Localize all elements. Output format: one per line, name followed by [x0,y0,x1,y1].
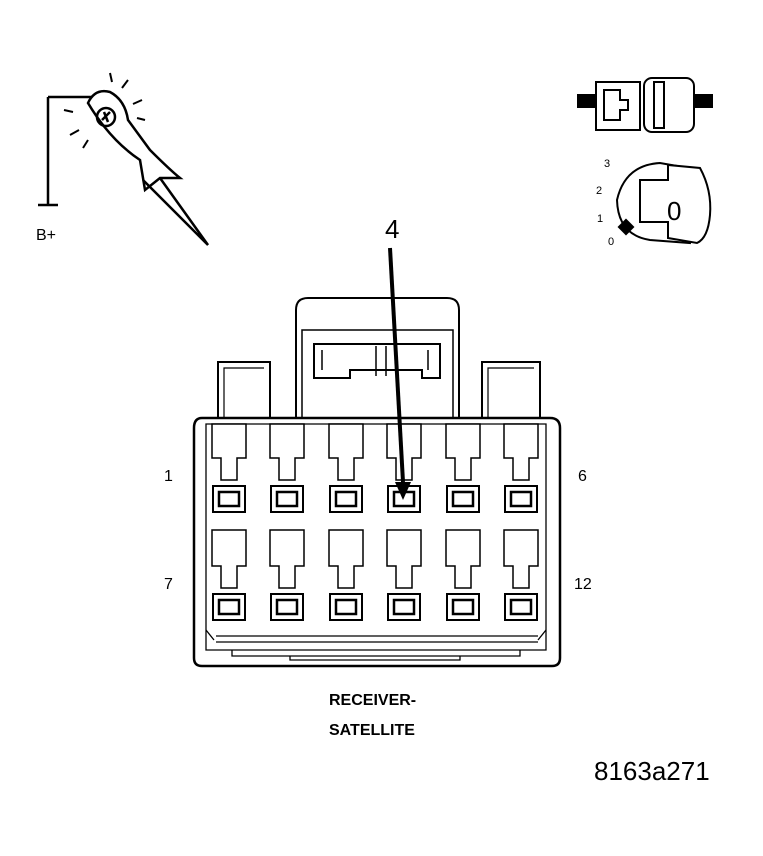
terminal-cavity-11 [445,529,481,621]
callout-arrow [388,247,411,500]
terminal-cavity-6 [503,423,539,513]
terminal-cavities [211,423,539,621]
connector-caption-line2: SATELLITE [329,722,415,739]
connector-body [192,297,562,668]
connector-plug-icon [577,77,713,133]
terminal-cavity-10 [386,529,422,621]
terminal-cavity-3 [328,423,364,513]
terminal-cavity-8 [269,529,305,621]
pin-label-7: 7 [164,576,173,593]
pin-label-1: 1 [164,468,173,485]
connector-caption-line1: RECEIVER- [329,692,416,709]
ignition-position-1: 1 [597,213,603,225]
ignition-position-3: 3 [604,158,610,170]
b-plus-label: B+ [36,227,56,244]
ignition-key-label: 0 [667,196,681,226]
terminal-cavity-5 [445,423,481,513]
pin-label-12: 12 [574,576,592,593]
terminal-cavity-1 [211,423,247,513]
terminal-cavity-9 [328,529,364,621]
ignition-key-icon [615,161,712,245]
terminal-cavity-2 [269,423,305,513]
callout-pin-number: 4 [385,214,399,244]
pin-label-6: 6 [578,468,587,485]
terminal-cavity-7 [211,529,247,621]
test-light-probe-icon [38,72,210,246]
ignition-position-0: 0 [608,236,614,248]
ignition-position-2: 2 [596,185,602,197]
terminal-cavity-12 [503,529,539,621]
figure-id: 8163a271 [594,756,710,786]
